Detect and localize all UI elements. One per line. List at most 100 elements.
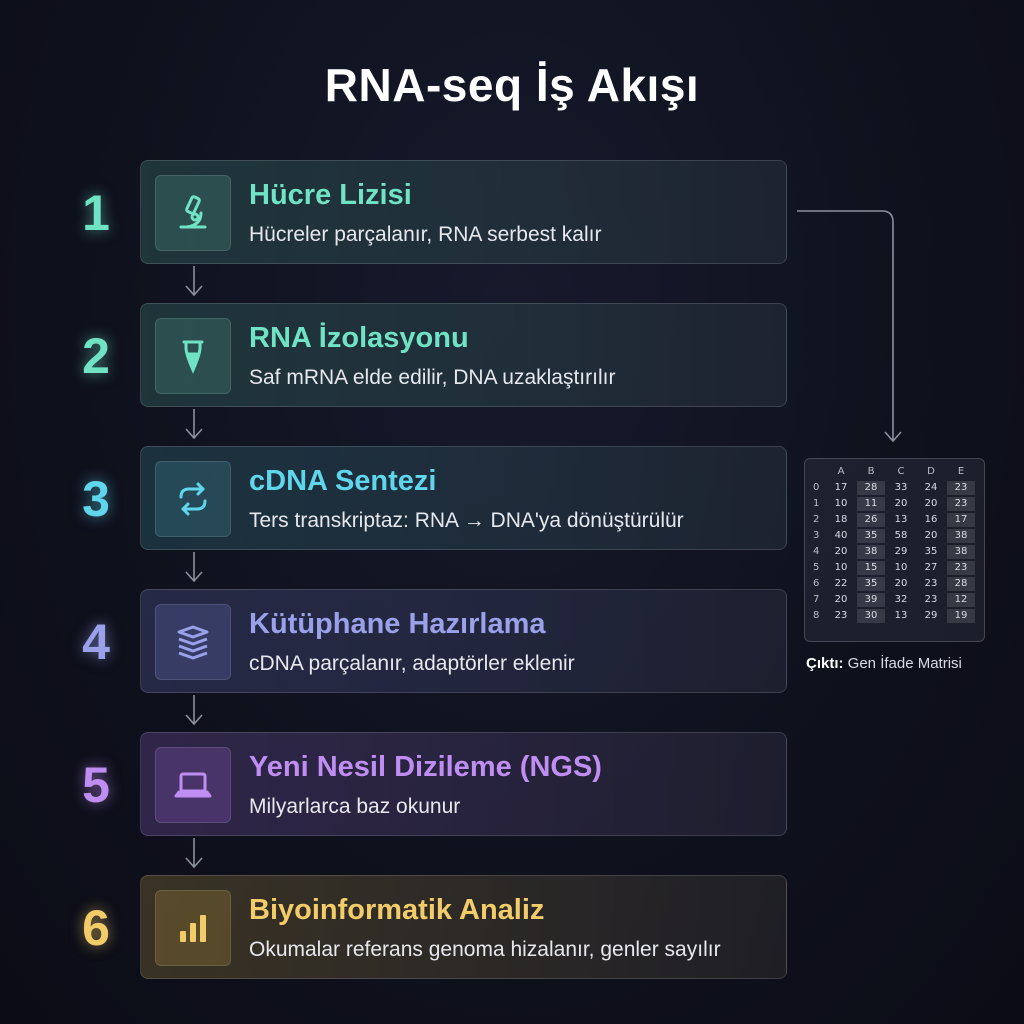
matrix-cell: 27: [924, 562, 938, 573]
step-card-rna-izolasyonu: RNA İzolasyonu Saf mRNA elde edilir, DNA…: [140, 303, 787, 407]
step-number: 2: [82, 328, 110, 384]
matrix-cell: 10: [834, 562, 848, 573]
matrix-cell: 11: [857, 497, 885, 511]
cycle-arrows-icon: [155, 461, 231, 537]
step-number: 1: [82, 185, 110, 241]
matrix-cell: 20: [834, 546, 848, 557]
step-card-cdna-sentezi: cDNA Sentezi Ters transkriptaz: RNA → DN…: [140, 446, 787, 550]
matrix-col-header: B: [867, 466, 875, 477]
bar-chart-icon: [155, 890, 231, 966]
matrix-cell: 40: [834, 530, 848, 541]
matrix-cell: 20: [924, 530, 938, 541]
step-card-kutuphane-hazirlama: Kütüphane Hazırlama cDNA parçalanır, ada…: [140, 589, 787, 693]
matrix-cell: 20: [924, 498, 938, 509]
arrow-3-4: [185, 552, 203, 583]
arrow-2-3: [185, 409, 203, 440]
matrix-cell: 28: [857, 481, 885, 495]
matrix-cell: 23: [947, 497, 975, 511]
matrix-cell: 16: [924, 514, 938, 525]
matrix-cell: 38: [857, 545, 885, 559]
matrix-cell: 33: [894, 482, 908, 493]
matrix-cell: 10: [894, 562, 908, 573]
matrix-row-label: 0: [813, 482, 820, 493]
caption-label: Çıktı:: [806, 655, 844, 672]
matrix-cell: 30: [857, 609, 885, 623]
matrix-row-label: 6: [813, 578, 820, 589]
matrix-cell: 17: [834, 482, 848, 493]
matrix-cell: 13: [894, 514, 908, 525]
step-number: 4: [82, 614, 110, 670]
step-description: Milyarlarca baz okunur: [249, 795, 461, 818]
step-title: cDNA Sentezi: [249, 465, 437, 497]
matrix-cell: 29: [924, 610, 938, 621]
arrow-5-6: [185, 838, 203, 869]
matrix-cell: 12: [947, 593, 975, 607]
matrix-cell: 23: [924, 578, 938, 589]
matrix-cell: 15: [857, 561, 885, 575]
matrix-cell: 26: [857, 513, 885, 527]
matrix-col-header: C: [897, 466, 905, 477]
step-description: Saf mRNA elde edilir, DNA uzaklaştırılır: [249, 366, 616, 389]
matrix-cell: 28: [947, 577, 975, 591]
step-card-hucre-lizisi: Hücre Lizisi Hücreler parçalanır, RNA se…: [140, 160, 787, 264]
step-description: Ters transkriptaz: RNA → DNA'ya dönüştür…: [249, 509, 684, 532]
step-title: RNA İzolasyonu: [249, 322, 469, 354]
step-number: 5: [82, 757, 110, 813]
book-stack-icon: [155, 604, 231, 680]
matrix-row-label: 8: [813, 610, 820, 621]
matrix-cell: 20: [834, 594, 848, 605]
step-card-biyoinformatik-analiz: Biyoinformatik Analiz Okumalar referans …: [140, 875, 787, 979]
matrix-cell: 29: [894, 546, 908, 557]
matrix-row-label: 4: [813, 546, 820, 557]
step-description: Okumalar referans genoma hizalanır, genl…: [249, 938, 721, 961]
matrix-cell: 13: [894, 610, 908, 621]
matrix-col-header: D: [927, 466, 935, 477]
matrix-cell: 39: [857, 593, 885, 607]
test-tube-icon: [155, 318, 231, 394]
step-title: Hücre Lizisi: [249, 179, 412, 211]
arrow-1-2: [185, 266, 203, 297]
matrix-row-label: 3: [813, 530, 820, 541]
step-number: 3: [82, 471, 110, 527]
matrix-col-header: A: [837, 466, 845, 477]
matrix-cell: 17: [947, 513, 975, 527]
matrix-row-label: 7: [813, 594, 820, 605]
matrix-cell: 22: [834, 578, 848, 589]
matrix-cell: 23: [924, 594, 938, 605]
matrix-cell: 24: [924, 482, 938, 493]
caption-text: Gen İfade Matrisi: [847, 655, 962, 672]
matrix-corner: [813, 465, 825, 479]
matrix-cell: 58: [894, 530, 908, 541]
step-number: 6: [82, 900, 110, 956]
matrix-cell: 18: [834, 514, 848, 525]
matrix-row-label: 1: [813, 498, 820, 509]
step-title: Biyoinformatik Analiz: [249, 894, 545, 926]
matrix-col-header: E: [957, 466, 965, 477]
matrix-cell: 35: [924, 546, 938, 557]
matrix-cell: 19: [947, 609, 975, 623]
matrix-cell: 32: [894, 594, 908, 605]
matrix-row-label: 2: [813, 514, 820, 525]
matrix-cell: 23: [947, 481, 975, 495]
matrix-cell: 35: [857, 529, 885, 543]
matrix-cell: 35: [857, 577, 885, 591]
step-description: cDNA parçalanır, adaptörler eklenir: [249, 652, 575, 675]
matrix-cell: 20: [894, 578, 908, 589]
laptop-icon: [155, 747, 231, 823]
page-title: RNA-seq İş Akışı: [324, 59, 700, 111]
step-title: Kütüphane Hazırlama: [249, 608, 546, 640]
matrix-cell: 23: [947, 561, 975, 575]
step-description: Hücreler parçalanır, RNA serbest kalır: [249, 223, 602, 246]
matrix-cell: 38: [947, 529, 975, 543]
matrix-cell: 20: [894, 498, 908, 509]
matrix-caption: Çıktı: Gen İfade Matrisi: [806, 655, 962, 672]
matrix-cell: 23: [834, 610, 848, 621]
microscope-icon: [155, 175, 231, 251]
arrow-to-matrix: [797, 210, 902, 443]
matrix-cell: 38: [947, 545, 975, 559]
step-title: Yeni Nesil Dizileme (NGS): [249, 751, 602, 783]
matrix-cell: 10: [834, 498, 848, 509]
